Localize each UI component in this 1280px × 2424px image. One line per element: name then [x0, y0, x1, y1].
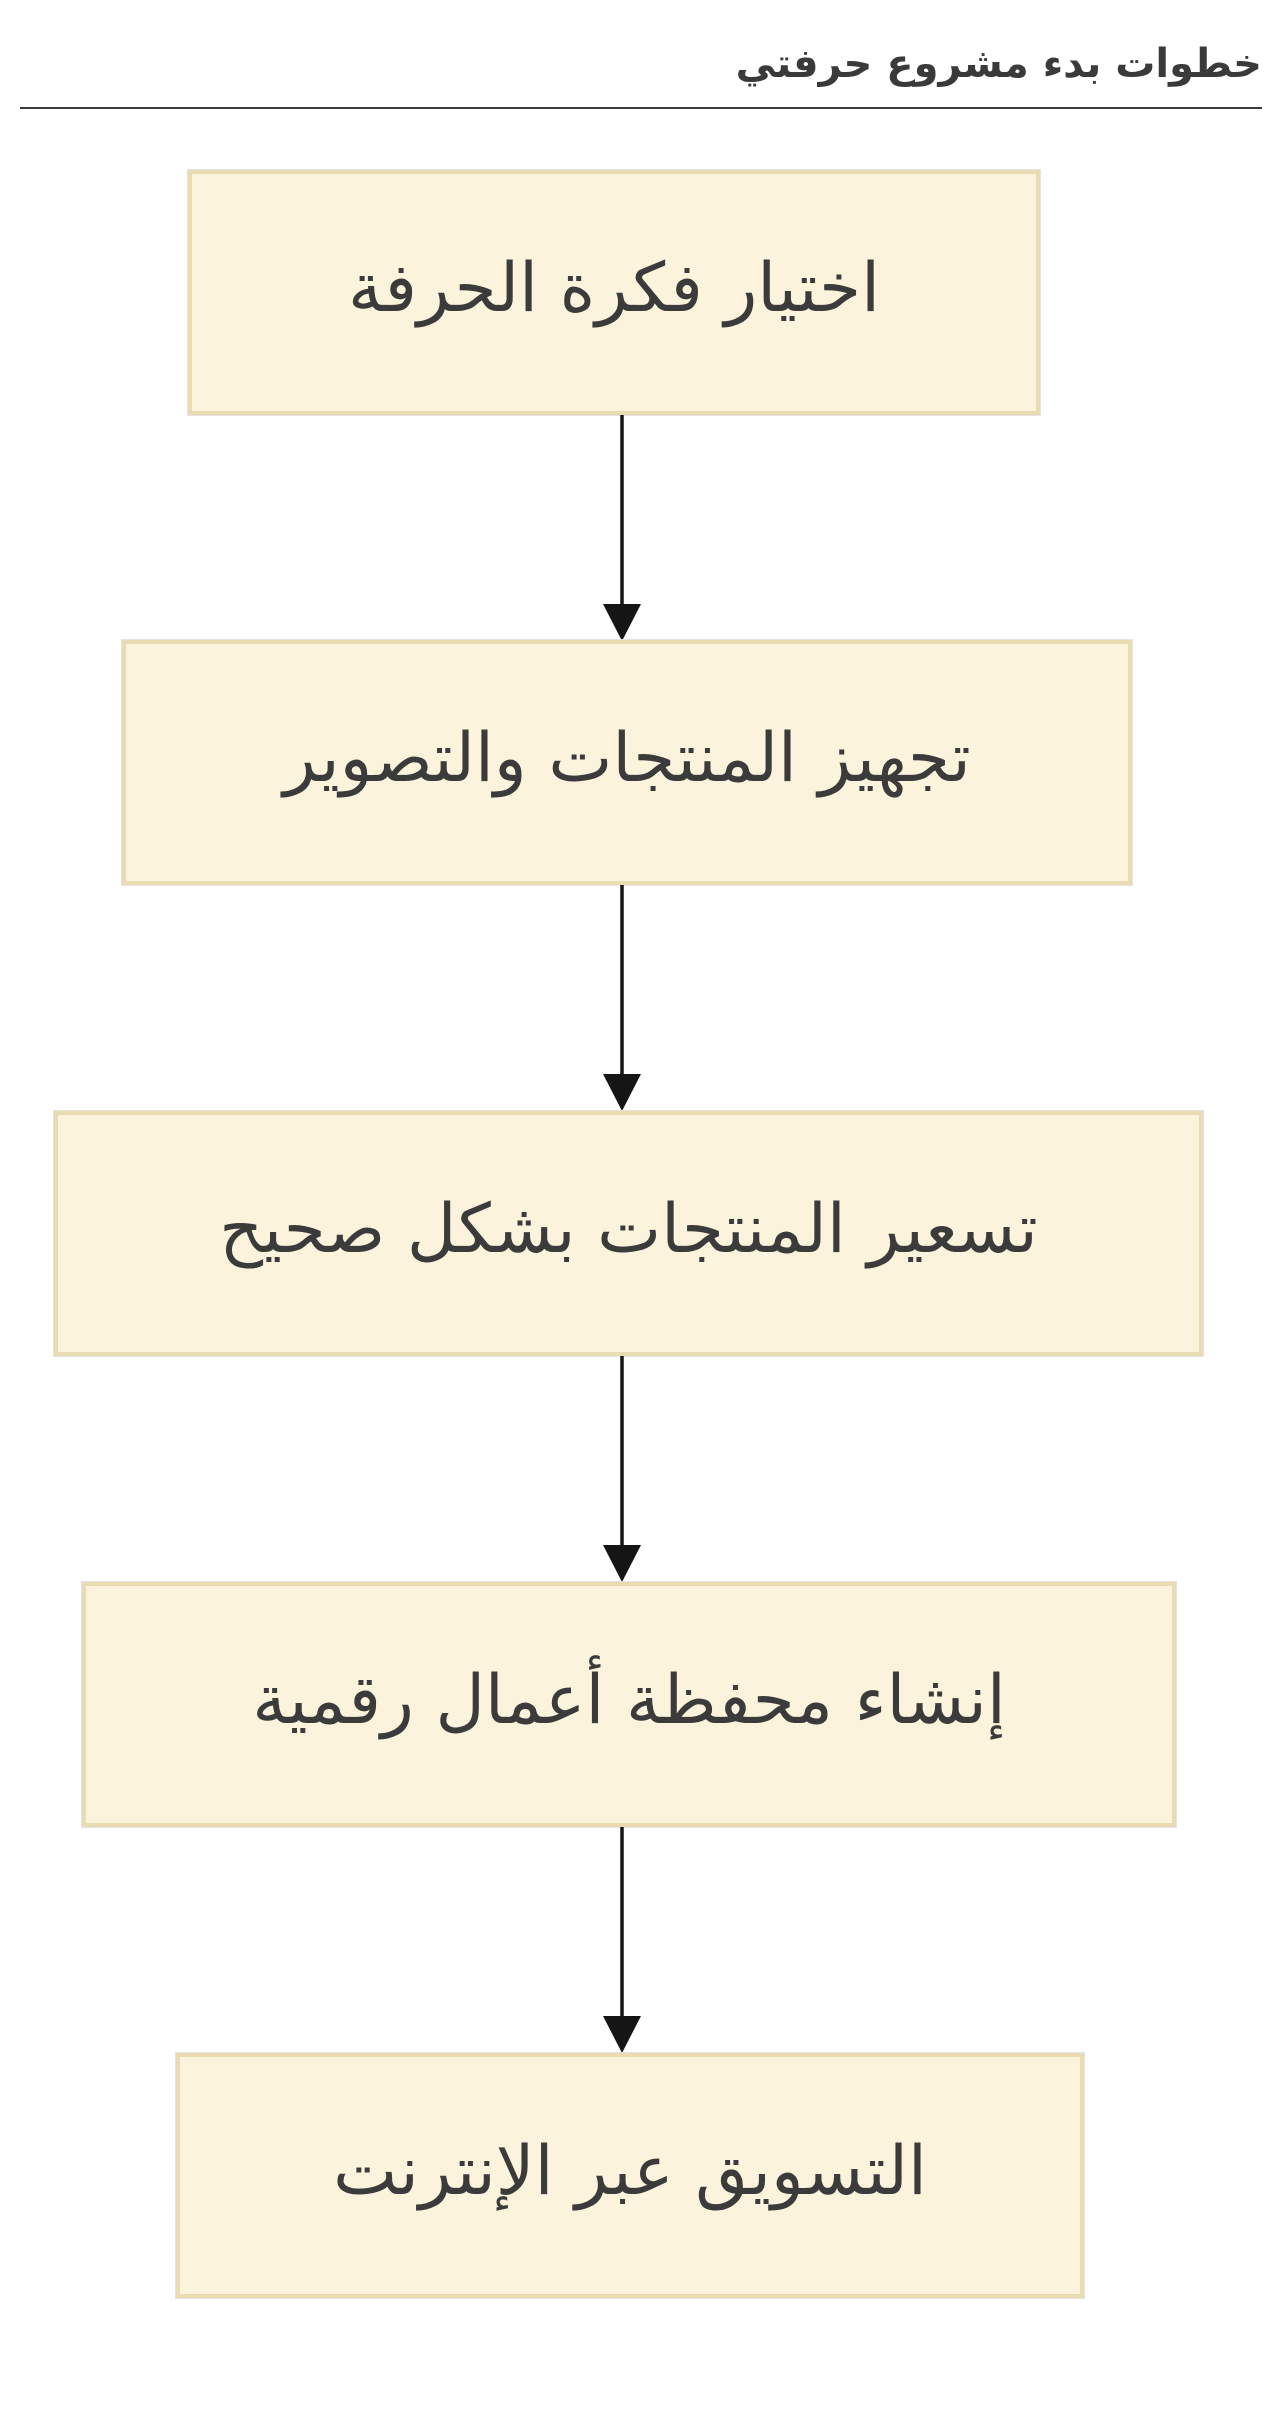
arrow-down-icon [603, 885, 641, 1111]
arrow-down-icon [603, 415, 641, 641]
arrow-down-icon [603, 1356, 641, 1582]
arrow-down-icon [603, 1827, 641, 2053]
flow-step-4: إنشاء محفظة أعمال رقمية [82, 1582, 1176, 1827]
flow-step-5: التسويق عبر الإنترنت [176, 2053, 1084, 2298]
title-divider [20, 107, 1262, 109]
flow-step-3-label: تسعير المنتجات بشكل صحيح [219, 1189, 1038, 1269]
flow-step-3: تسعير المنتجات بشكل صحيح [54, 1111, 1203, 1356]
page-title: خطوات بدء مشروع حرفتي [735, 41, 1262, 87]
flow-step-1-label: اختيار فكرة الحرفة [348, 248, 880, 328]
flow-step-1: اختيار فكرة الحرفة [188, 170, 1040, 415]
flow-step-2: تجهيز المنتجات والتصوير [122, 640, 1132, 885]
flow-step-4-label: إنشاء محفظة أعمال رقمية [252, 1660, 1006, 1740]
flow-step-5-label: التسويق عبر الإنترنت [333, 2131, 927, 2211]
flow-step-2-label: تجهيز المنتجات والتصوير [283, 718, 971, 798]
